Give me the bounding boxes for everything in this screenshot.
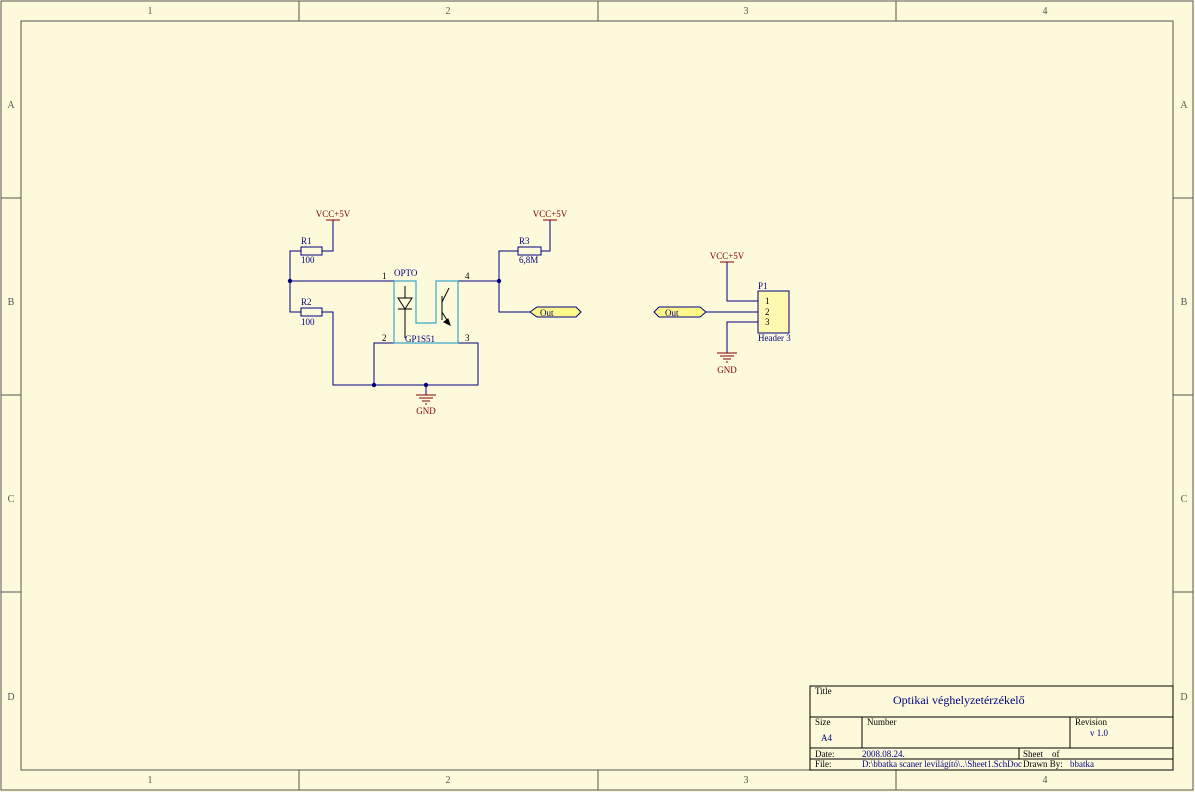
row-label-left-a: A [7, 100, 15, 111]
p1-part: Header 3 [758, 333, 791, 343]
number-label: Number [867, 717, 897, 727]
port-out-right: Out [529, 306, 582, 318]
col-label-bottom-2: 2 [446, 775, 451, 786]
p1-pin-3: 3 [765, 317, 770, 327]
port-out-left: Out [653, 306, 707, 318]
resistor-r1: R1 100 [300, 236, 323, 265]
zone-labels: 1 2 3 4 1 2 3 4 A B C D A B C D [7, 6, 1188, 786]
r1-value: 100 [301, 255, 315, 265]
row-label-right-d: D [1180, 692, 1187, 703]
opto-part: GP1S51 [405, 334, 435, 344]
vcc-symbol-2: VCC+5V [533, 209, 568, 221]
revision-value: v 1.0 [1090, 728, 1109, 738]
file-value: D:\bbatka scaner levilágító\..\Sheet1.Sc… [862, 759, 1022, 769]
header-p1: P1 Header 3 1 2 3 [757, 281, 791, 343]
opto-pin-4: 4 [465, 271, 470, 281]
row-label-right-b: B [1181, 297, 1188, 308]
vcc-symbol-1: VCC+5V [316, 209, 351, 221]
resistor-r3: R3 6,8M [517, 236, 542, 265]
title-block: Title Size Number Revision Date: File: S… [809, 685, 1174, 771]
resistor-r2: R2 100 [300, 297, 323, 327]
drawn-value: bbatka [1070, 759, 1094, 769]
col-label-bottom-1: 1 [148, 775, 153, 786]
junctions [287, 278, 502, 388]
date-value: 2008.08.24. [862, 749, 905, 759]
col-label-bottom-4: 4 [1043, 775, 1048, 786]
date-label: Date: [815, 749, 835, 759]
col-label-top-3: 3 [744, 6, 749, 17]
of-label: of [1052, 749, 1060, 759]
col-label-top-1: 1 [148, 6, 153, 17]
vcc-symbol-3: VCC+5V [710, 251, 745, 263]
r3-value: 6,8M [519, 255, 538, 265]
size-label: Size [815, 717, 831, 727]
row-label-left-b: B [8, 297, 15, 308]
gnd-symbol-2: GND [717, 352, 737, 375]
file-label: File: [815, 759, 832, 769]
r3-designator: R3 [519, 236, 530, 246]
r1-designator: R1 [301, 236, 312, 246]
p1-pin-1: 1 [765, 296, 770, 306]
vcc-label-1: VCC+5V [316, 209, 351, 219]
row-label-right-a: A [1180, 100, 1188, 111]
phototransistor-icon [441, 287, 451, 326]
row-label-left-d: D [7, 692, 14, 703]
r2-value: 100 [301, 317, 315, 327]
revision-label: Revision [1075, 717, 1108, 727]
opto-designator: OPTO [394, 268, 418, 278]
port-out-right-label: Out [540, 308, 554, 318]
opto-pin-1: 1 [382, 271, 387, 281]
gnd-label-1: GND [416, 406, 436, 416]
vcc-label-3: VCC+5V [710, 251, 745, 261]
port-out-left-label: Out [665, 308, 679, 318]
led-icon [397, 286, 413, 338]
size-value: A4 [821, 733, 832, 743]
p1-pin-2: 2 [765, 307, 770, 317]
opto-pin-3: 3 [465, 333, 470, 343]
sheet-label: Sheet [1023, 749, 1043, 759]
gnd-symbol-1: GND [416, 394, 436, 416]
col-label-top-2: 2 [446, 6, 451, 17]
col-label-top-4: 4 [1043, 6, 1048, 17]
r2-designator: R2 [301, 297, 312, 307]
title-label: Title [815, 686, 832, 696]
opto-pin-2: 2 [382, 333, 387, 343]
drawn-label: Drawn By: [1023, 759, 1063, 769]
row-label-left-c: C [8, 494, 15, 505]
p1-designator: P1 [758, 281, 768, 291]
gnd-label-2: GND [717, 365, 737, 375]
title-value: Optikai véghelyzetérzékelő [893, 693, 1025, 707]
row-label-right-c: C [1181, 494, 1188, 505]
vcc-label-2: VCC+5V [533, 209, 568, 219]
col-label-bottom-3: 3 [744, 775, 749, 786]
optocoupler-gp1s51: OPTO GP1S51 1 2 3 4 [382, 268, 470, 344]
